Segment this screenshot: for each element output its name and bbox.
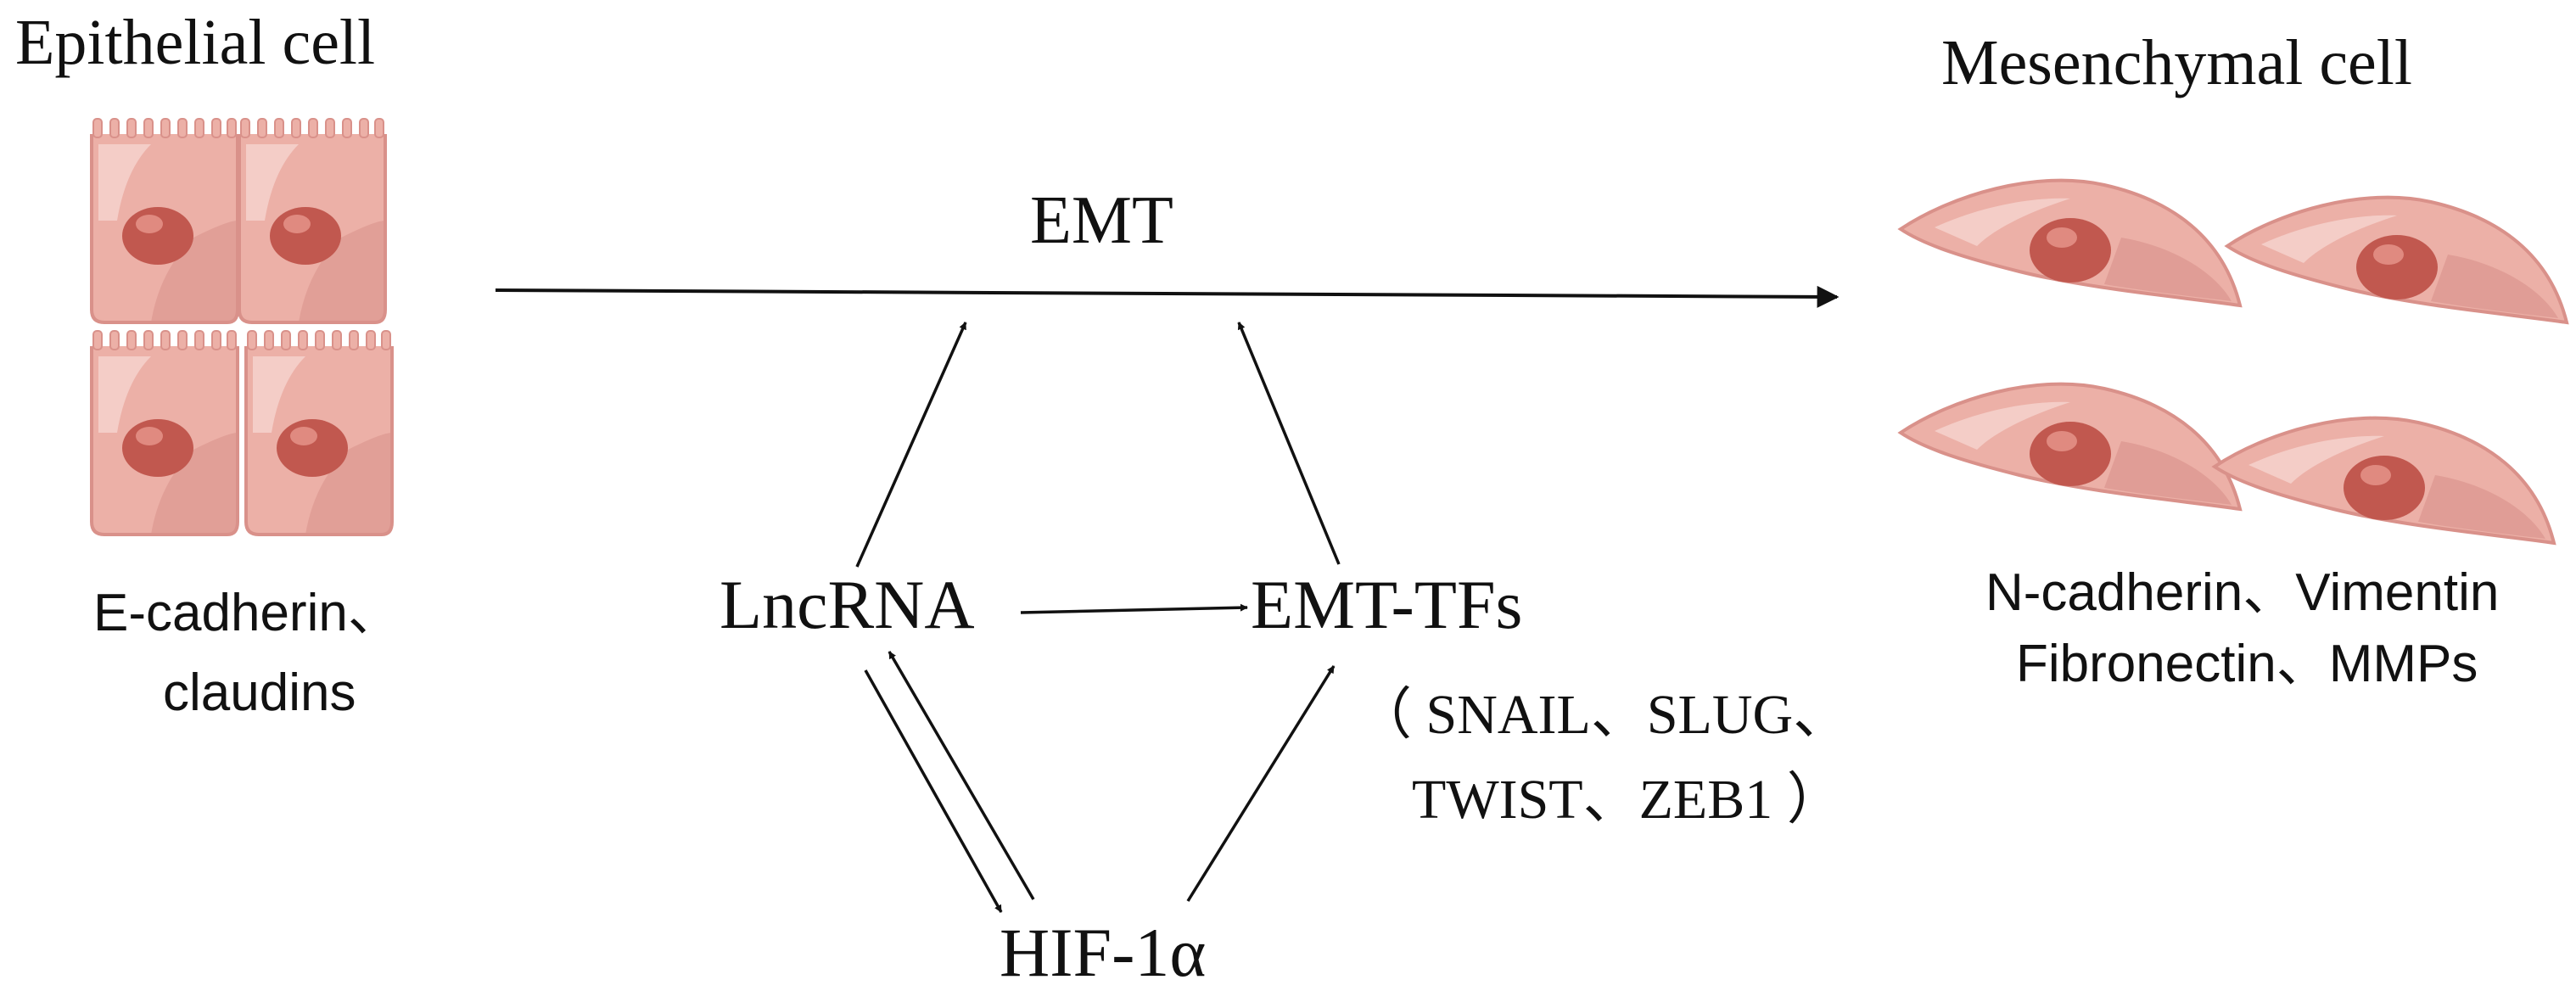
- emt-tfs-to-emt-arrow: [1237, 322, 1341, 565]
- mesenchymal-cell: [1897, 382, 2243, 512]
- emt-tfs-list-line2: TWIST、ZEB1 ）: [1412, 769, 1843, 831]
- mesenchymal-markers-line1: N-cadherin、Vimentin: [1985, 563, 2500, 622]
- epithelial-cell: [244, 330, 394, 536]
- emt-tfs-list-line1: （ SNAIL、SLUG、: [1356, 684, 1850, 746]
- lncrna-to-emt-arrow: [855, 322, 967, 568]
- hif-to-emt-tfs-arrow: [1186, 665, 1336, 902]
- hif-to-lncrna-arrow: [888, 651, 1035, 900]
- lncrna-label: LncRNA: [720, 566, 975, 643]
- epithelial-cell: [90, 118, 239, 324]
- mesenchymal-markers-line2: Fibronectin、MMPs: [2016, 635, 2478, 693]
- mesenchymal-cell-title: Mesenchymal cell: [1941, 27, 2413, 98]
- epithelial-markers-line2: claudins: [163, 663, 356, 722]
- mesenchymal-cell: [2224, 195, 2569, 325]
- emt-label: EMT: [1030, 183, 1173, 258]
- epithelial-cell: [90, 330, 239, 536]
- mesenchymal-cell: [2211, 416, 2556, 546]
- hif-label: HIF-1α: [1000, 914, 1207, 991]
- epithelial-markers-line1: E-cadherin、: [93, 584, 400, 642]
- mesenchymal-cell: [1897, 178, 2243, 308]
- mesenchymal-cells: [1897, 178, 2569, 546]
- epithelial-cell-title: Epithelial cell: [15, 7, 376, 78]
- arrows: [495, 285, 1840, 913]
- emt-tfs-label: EMT-TFs: [1251, 566, 1523, 643]
- epithelial-cells: [90, 118, 394, 536]
- lncrna-to-hif-arrow: [864, 669, 1003, 913]
- lncrna-to-emt-tfs-arrow: [1020, 603, 1248, 614]
- epithelial-cell: [238, 118, 387, 324]
- emt-arrow: [495, 285, 1840, 308]
